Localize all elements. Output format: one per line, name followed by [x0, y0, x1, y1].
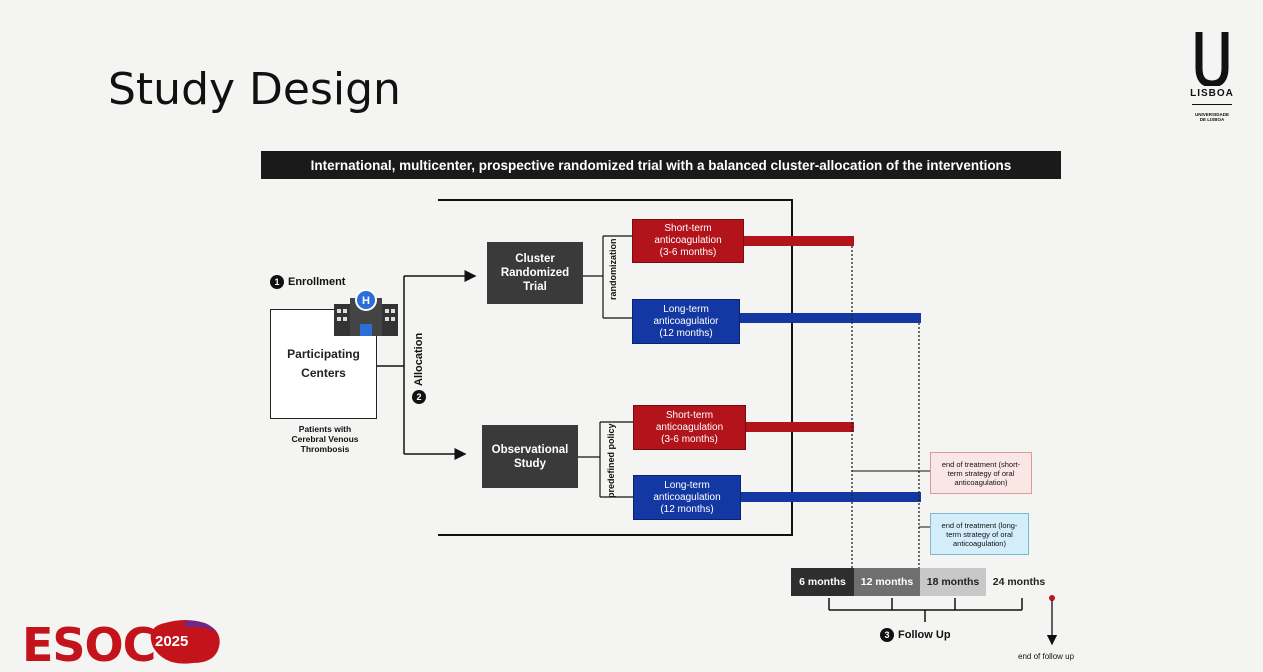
short-term-end-note: end of treatment (short-term strategy of… [930, 452, 1032, 494]
long-term-end-note: end of treatment (long-term strategy of … [930, 513, 1029, 555]
step-number: 1 [270, 275, 284, 289]
svg-text:H: H [362, 295, 370, 307]
step-label: Allocation [413, 332, 425, 386]
end-of-follow-up-label: end of follow up [1018, 652, 1075, 661]
logo-name: LISBOA [1190, 88, 1234, 99]
step-number: 3 [880, 628, 894, 642]
step-number: 2 [412, 390, 426, 404]
timeline-24-months: 24 months [992, 576, 1046, 588]
predefined-policy-label: predefined policy [606, 423, 616, 498]
allocation-step: 2 Allocation [412, 333, 426, 404]
slide-title: Study Design [108, 64, 401, 115]
esoc-brand: ESOC [22, 618, 156, 672]
hospital-icon: H [334, 289, 398, 336]
timeline-18-months: 18 months [920, 568, 986, 596]
brand-blob-icon [150, 620, 220, 664]
step-label: Enrollment [288, 276, 346, 288]
randomization-label: randomization [608, 238, 618, 300]
university-logo-icon [1195, 32, 1229, 86]
logo-divider [1192, 104, 1232, 105]
follow-up-step: 3 Follow Up [880, 628, 951, 642]
timeline-6-months: 6 months [791, 568, 854, 596]
timeline-12-months: 12 months [854, 568, 920, 596]
study-banner: International, multicenter, prospective … [261, 151, 1061, 179]
year-badge: 2025 [155, 633, 189, 650]
enrollment-step: 1 Enrollment [270, 275, 345, 289]
step-label: Follow Up [898, 629, 951, 641]
